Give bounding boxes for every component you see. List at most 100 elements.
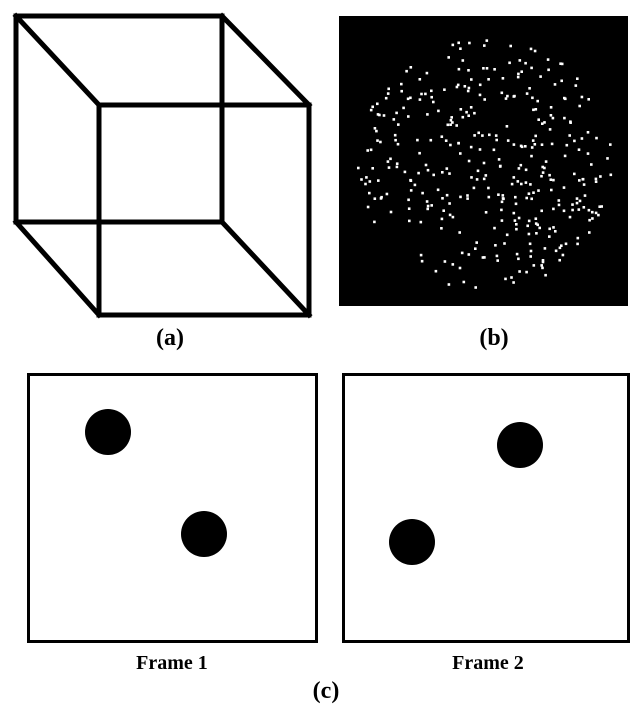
- random-dot-panel: [339, 16, 628, 306]
- random-dot: [529, 47, 533, 51]
- random-dot: [482, 161, 486, 165]
- random-dot: [594, 180, 598, 183]
- random-dot: [448, 202, 451, 205]
- random-dot: [373, 220, 376, 224]
- random-dot: [458, 231, 461, 234]
- random-dot: [459, 108, 463, 111]
- random-dot: [467, 253, 471, 256]
- random-dot: [426, 207, 429, 211]
- cube-edge-bottom-left: [12, 218, 103, 319]
- random-dot: [530, 66, 533, 70]
- random-dot: [517, 72, 520, 76]
- random-dot: [485, 39, 489, 42]
- random-dot: [467, 159, 471, 163]
- random-dot: [557, 203, 561, 207]
- random-dot: [557, 199, 561, 202]
- random-dot: [366, 205, 370, 209]
- random-dot: [364, 182, 367, 186]
- random-dot: [534, 222, 538, 225]
- random-dot: [466, 197, 469, 200]
- random-dot: [587, 208, 591, 212]
- random-dot: [532, 191, 535, 194]
- random-dot: [546, 58, 550, 61]
- random-dot: [478, 83, 482, 87]
- cube-front-face: [96, 102, 312, 318]
- random-dot: [448, 213, 452, 217]
- random-dot: [571, 208, 574, 212]
- random-dot: [512, 211, 516, 215]
- random-dot: [407, 207, 411, 210]
- random-dot: [558, 258, 561, 262]
- random-dot: [574, 84, 578, 87]
- random-dot: [409, 66, 413, 69]
- random-dot: [430, 95, 433, 99]
- random-dot: [519, 144, 523, 148]
- random-dot: [550, 142, 554, 146]
- random-dot: [517, 167, 521, 170]
- random-dot: [444, 139, 448, 142]
- random-dot: [524, 168, 528, 172]
- random-dot: [462, 280, 466, 284]
- random-dot: [470, 176, 473, 179]
- random-dot: [451, 121, 454, 124]
- random-dot: [459, 152, 462, 155]
- random-dot: [417, 171, 420, 175]
- cube-edge-top-left: [12, 12, 103, 109]
- random-dot: [550, 188, 553, 192]
- random-dot: [395, 162, 399, 165]
- random-dot: [430, 204, 433, 207]
- random-dot: [509, 44, 512, 48]
- random-dot: [553, 83, 557, 86]
- random-dot: [425, 200, 429, 203]
- random-dot: [430, 89, 433, 93]
- random-dot: [409, 178, 412, 182]
- random-dot: [418, 98, 422, 101]
- random-dot: [517, 257, 520, 261]
- random-dot: [539, 75, 542, 78]
- random-dot: [432, 173, 435, 177]
- random-dot: [441, 171, 444, 174]
- random-dot: [475, 241, 478, 244]
- random-dot: [465, 110, 468, 114]
- random-dot: [466, 89, 470, 93]
- random-dot: [500, 91, 504, 95]
- label-a: (a): [156, 325, 184, 351]
- random-dot: [541, 259, 545, 262]
- random-dot: [416, 138, 419, 142]
- random-dot: [484, 174, 488, 177]
- random-dot: [466, 194, 469, 197]
- random-dot: [594, 177, 598, 181]
- random-dot: [493, 226, 496, 230]
- random-dot: [580, 137, 584, 140]
- random-dot: [405, 69, 408, 73]
- random-dot: [497, 193, 500, 196]
- random-dot: [451, 43, 455, 47]
- random-dot: [499, 164, 502, 168]
- random-dot: [609, 173, 613, 177]
- random-dot: [403, 170, 407, 174]
- random-dot: [467, 114, 470, 117]
- random-dot: [397, 123, 400, 126]
- random-dot: [474, 247, 477, 250]
- random-dot: [418, 151, 421, 155]
- random-dot: [518, 59, 522, 62]
- random-dot: [569, 121, 572, 124]
- random-dot: [586, 131, 590, 134]
- random-dot: [457, 142, 460, 145]
- random-dot: [495, 138, 498, 142]
- random-dot: [510, 276, 513, 279]
- random-dot: [568, 134, 571, 137]
- random-dot: [371, 167, 374, 170]
- random-dot: [379, 140, 382, 144]
- random-dot: [376, 113, 380, 116]
- random-dot: [559, 62, 562, 65]
- random-dot: [575, 197, 579, 200]
- random-dot: [487, 186, 490, 190]
- random-dot: [543, 121, 546, 124]
- random-dot: [549, 106, 553, 109]
- random-dot: [443, 88, 446, 91]
- necker-cube-panel: [0, 0, 330, 330]
- random-dot: [487, 195, 491, 199]
- random-dot: [541, 260, 545, 264]
- random-dot: [449, 119, 453, 122]
